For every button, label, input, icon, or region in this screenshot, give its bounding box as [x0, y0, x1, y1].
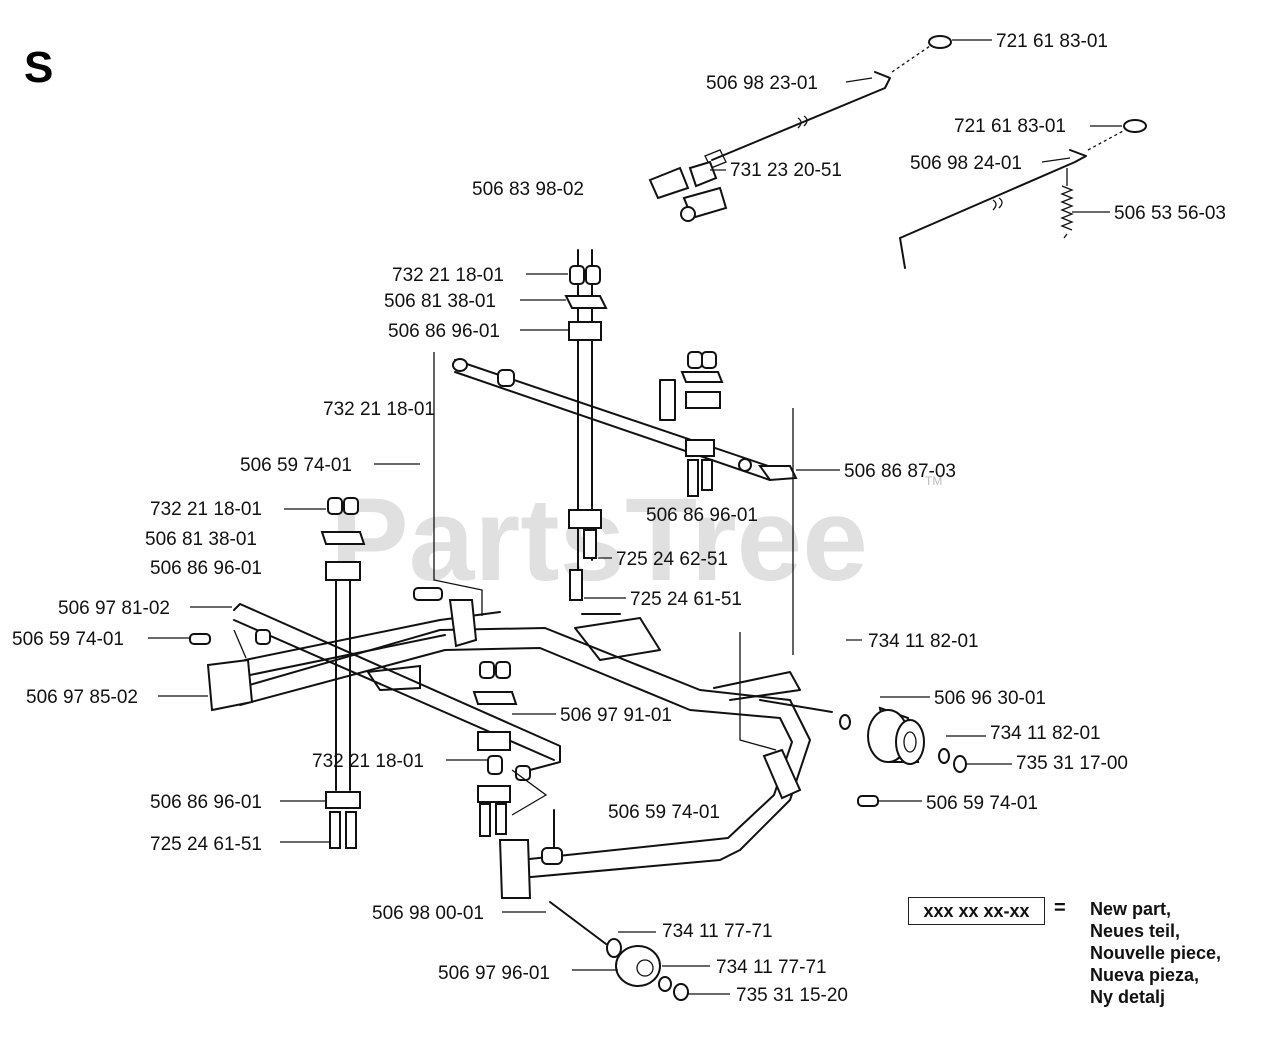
watermark-trademark: TM [925, 474, 942, 488]
part-label: 506 98 23-01 [706, 73, 818, 94]
legend-list: New part, Neues teil, Nouvelle piece, Nu… [1090, 898, 1221, 1008]
roller-front [549, 901, 689, 1001]
part-label: 506 86 87-03 [844, 461, 956, 482]
part-label: 721 61 83-01 [996, 31, 1108, 52]
vertical-rod-center [564, 249, 608, 601]
part-label: 506 98 00-01 [372, 903, 484, 924]
part-label: 506 83 98-02 [472, 179, 584, 200]
part-label: 734 11 82-01 [990, 723, 1101, 744]
legend-item: Ny detalj [1090, 987, 1166, 1007]
part-label: 725 24 62-51 [616, 549, 728, 570]
link-stack-bottom [472, 661, 518, 837]
legend-item: Neues teil, [1090, 921, 1181, 941]
part-label: 506 81 38-01 [145, 529, 257, 550]
legend-sample-box: xxx xx xx-xx [908, 897, 1045, 925]
upper-cross-bar [452, 358, 798, 482]
legend-item: Nueva pieza, [1090, 965, 1200, 985]
part-label: 725 24 61-51 [150, 834, 262, 855]
part-label: 731 23 20-51 [730, 160, 842, 181]
part-label: 735 31 15-20 [736, 985, 848, 1006]
part-label: 506 96 30-01 [934, 688, 1046, 709]
reference-lines [233, 352, 794, 816]
cable-lower [899, 119, 1147, 269]
roller-right [839, 706, 967, 807]
parts-drawing [189, 35, 1147, 1001]
part-label: 732 21 18-01 [392, 265, 504, 286]
part-label: 506 59 74-01 [240, 455, 352, 476]
legend-item: New part, [1090, 899, 1172, 919]
part-label: 506 97 96-01 [438, 963, 550, 984]
section-letter: S [24, 43, 53, 92]
part-label: 506 59 74-01 [12, 629, 124, 650]
part-label: 506 59 74-01 [608, 802, 720, 823]
link-stack-right [680, 351, 752, 497]
part-label: 506 97 85-02 [26, 687, 138, 708]
watermark: PartsTree [330, 474, 868, 606]
part-label: 506 86 96-01 [150, 792, 262, 813]
part-label: 732 21 18-01 [150, 499, 262, 520]
part-label: 735 31 17-00 [1016, 753, 1128, 774]
part-label: 506 97 91-01 [560, 705, 672, 726]
legend-equals: = [1054, 897, 1066, 919]
part-label: 725 24 61-51 [630, 589, 742, 610]
part-label: 506 97 81-02 [58, 598, 170, 619]
legend-item: Nouvelle piece, [1090, 943, 1222, 963]
part-label: 506 81 38-01 [384, 291, 496, 312]
part-label: 506 86 96-01 [646, 505, 758, 526]
part-label: 721 61 83-01 [954, 116, 1066, 137]
cable-clamp [648, 160, 728, 222]
part-label: 734 11 82-01 [868, 631, 979, 652]
part-label: 506 53 56-03 [1114, 203, 1226, 224]
main-frame [206, 587, 833, 899]
spring [1060, 168, 1074, 239]
part-label: 506 59 74-01 [926, 793, 1038, 814]
part-label: 506 86 96-01 [150, 558, 262, 579]
cable-upper [704, 35, 952, 169]
part-labels: 721 61 83-01 506 98 23-01 721 61 83-01 5… [12, 31, 1226, 1006]
part-label: 734 11 77-71 [662, 921, 773, 942]
part-label: 506 86 96-01 [388, 321, 500, 342]
part-label: 506 98 24-01 [910, 153, 1022, 174]
part-label: 732 21 18-01 [312, 751, 424, 772]
part-label: 734 11 77-71 [716, 957, 827, 978]
link-stack-left [320, 497, 366, 849]
part-label: 732 21 18-01 [323, 399, 435, 420]
leader-lines [148, 39, 1122, 995]
